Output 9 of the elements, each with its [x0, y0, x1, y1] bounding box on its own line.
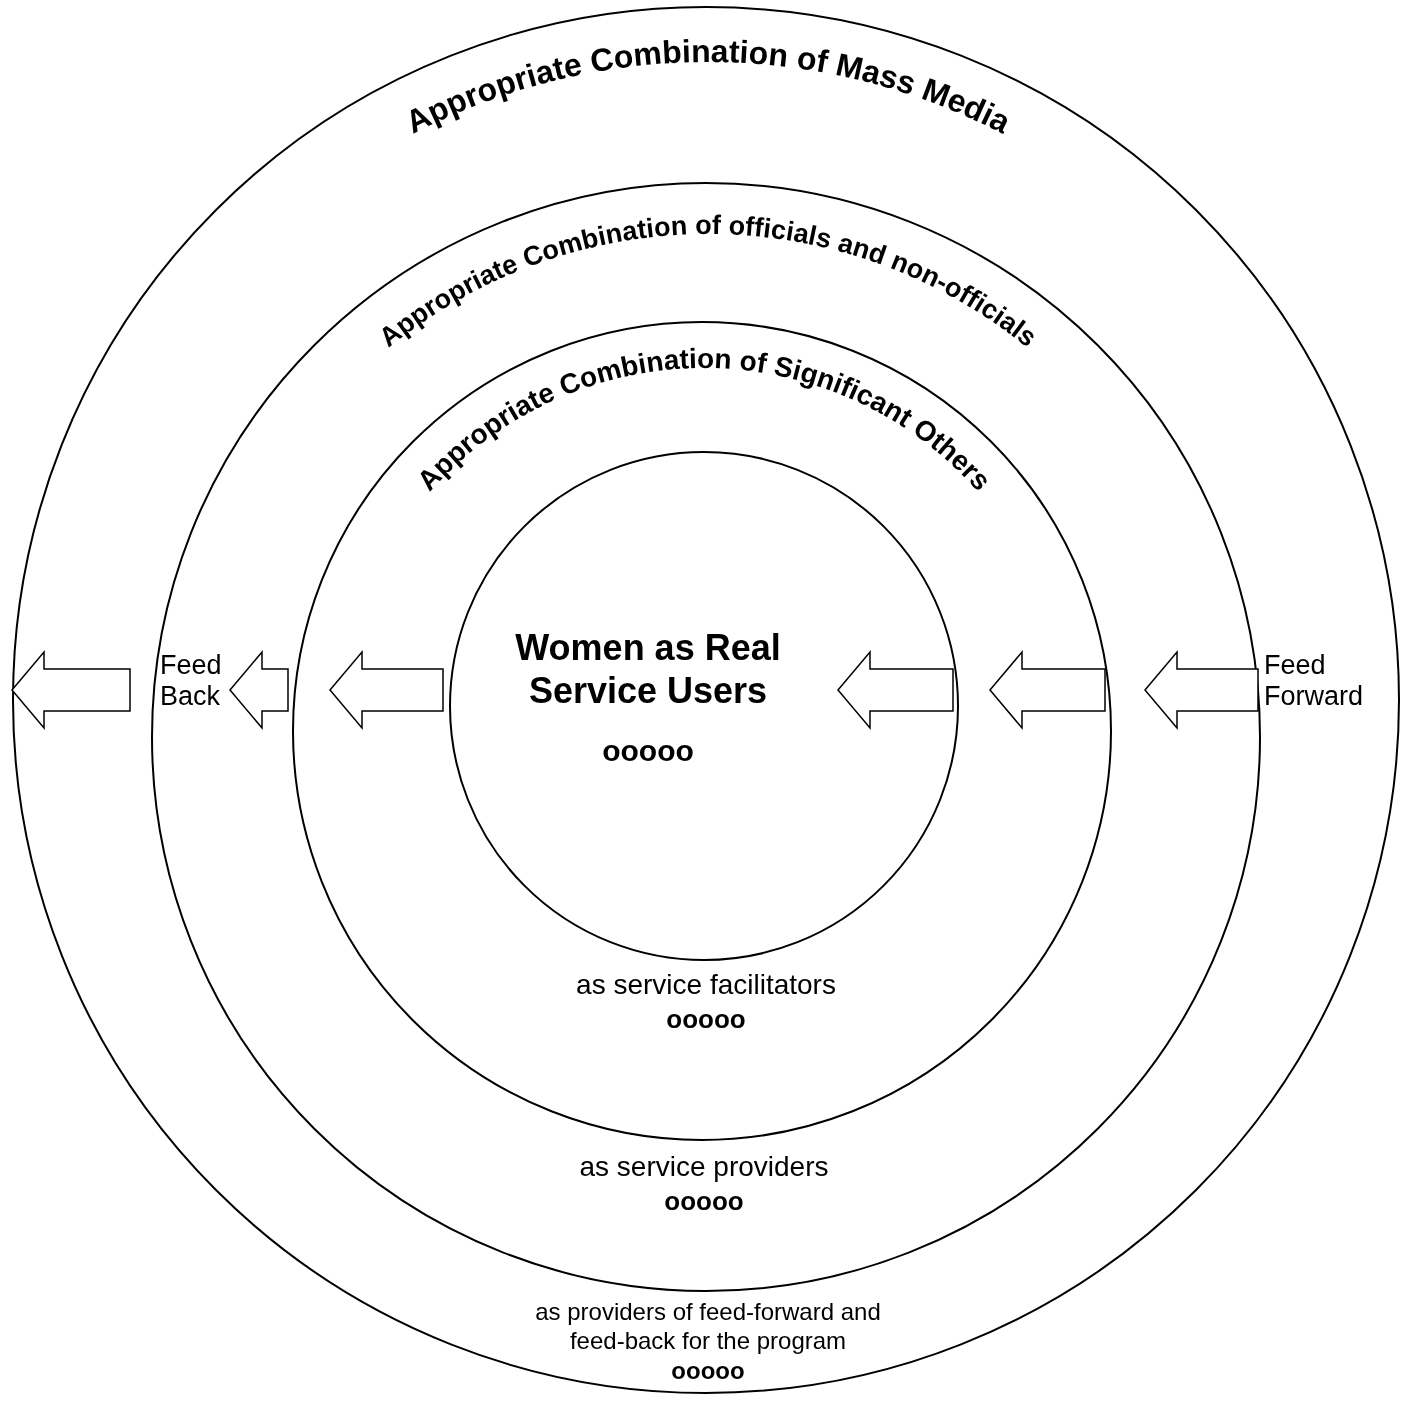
flow-label: Feed Back	[160, 650, 223, 713]
ring-caption: ooooo	[670, 1357, 746, 1386]
ring-caption: as service facilitators	[575, 968, 837, 1002]
center-heading: Women as Real Service Users	[514, 626, 782, 713]
ring-caption: ooooo	[663, 1186, 745, 1218]
ring-caption: as service providers	[578, 1150, 830, 1184]
ring-caption: ooooo	[601, 733, 695, 769]
flow-label: Feed Forward	[1264, 650, 1365, 713]
ring-caption: ooooo	[665, 1004, 747, 1036]
